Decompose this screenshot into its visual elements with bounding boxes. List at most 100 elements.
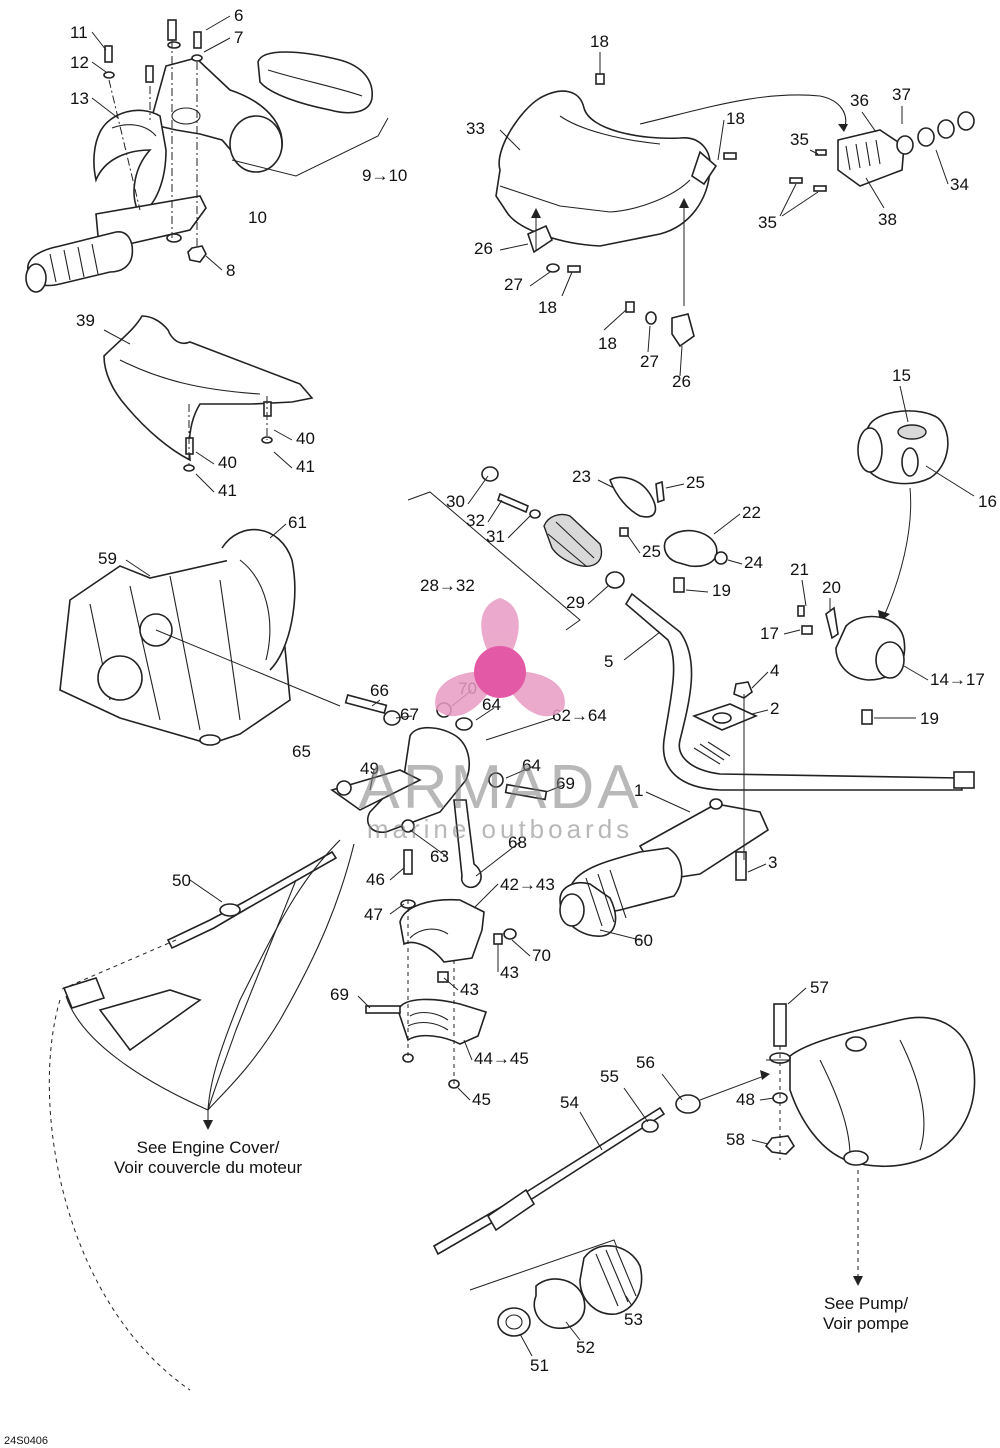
handlebar-cover-assembly — [25, 19, 389, 293]
callout-13: 13 — [70, 89, 89, 108]
diagram-code: 24S0406 — [4, 1435, 48, 1447]
callout-22: 22 — [742, 503, 761, 522]
callout-25a: 25 — [686, 473, 705, 492]
callout-52: 52 — [576, 1338, 595, 1357]
callout-25b: 25 — [642, 542, 661, 561]
engine-cover-note-line2: Voir couvercle du moteur — [114, 1158, 302, 1177]
callout-48: 48 — [736, 1090, 755, 1109]
callout-66: 66 — [370, 681, 389, 700]
callout-40b: 40 — [218, 453, 237, 472]
callout-10: 10 — [248, 208, 267, 227]
callout-64a: 64 — [482, 695, 501, 714]
callout-15: 15 — [892, 366, 911, 385]
callout-23: 23 — [572, 467, 591, 486]
callout-34: 34 — [950, 175, 969, 194]
callout-57: 57 — [810, 978, 829, 997]
pump-note-line1: See Pump/ — [824, 1294, 908, 1313]
propeller-logo-icon — [435, 598, 565, 717]
callout-28-32: 28→32 — [420, 576, 475, 595]
callout-35a: 35 — [790, 130, 809, 149]
callout-53: 53 — [624, 1310, 643, 1329]
pump-note-line2: Voir pompe — [823, 1314, 909, 1333]
callout-38: 38 — [878, 210, 897, 229]
callout-64b: 64 — [522, 756, 541, 775]
lower-cover-39 — [103, 315, 314, 472]
callout-4: 4 — [770, 661, 779, 680]
callout-39: 39 — [76, 311, 95, 330]
throttle-housing-14-17 — [797, 410, 949, 725]
callout-49: 49 — [360, 759, 379, 778]
callout-37: 37 — [892, 85, 911, 104]
callout-33: 33 — [466, 119, 485, 138]
callout-20: 20 — [822, 578, 841, 597]
callout-32: 32 — [466, 511, 485, 530]
callout-24: 24 — [744, 553, 763, 572]
callout-41b: 41 — [218, 481, 237, 500]
callout-18d: 18 — [598, 334, 617, 353]
watermark-tagline: marine outboards — [367, 814, 633, 844]
callout-17: 17 — [760, 624, 779, 643]
callout-54: 54 — [560, 1093, 579, 1112]
callout-9-10: 9→10 — [362, 166, 407, 185]
callout-69b: 69 — [330, 985, 349, 1004]
callout-19b: 19 — [920, 709, 939, 728]
callout-42-43: 42→43 — [500, 875, 555, 894]
callout-27a: 27 — [504, 275, 523, 294]
pump-note: See Pump/ Voir pompe — [823, 1294, 909, 1333]
callout-8: 8 — [226, 261, 235, 280]
callout-7: 7 — [234, 28, 243, 47]
grip-assembly-22-32 — [407, 466, 728, 631]
callout-27b: 27 — [640, 352, 659, 371]
steering-cable-50-56 — [48, 839, 770, 1391]
callout-18a: 18 — [590, 32, 609, 51]
callout-21: 21 — [790, 560, 809, 579]
steering-arm-62-70 — [330, 693, 555, 889]
callout-56: 56 — [636, 1053, 655, 1072]
callout-36: 36 — [850, 91, 869, 110]
callout-46: 46 — [366, 870, 385, 889]
watermark-brand: ARMADA — [358, 753, 641, 822]
callout-1: 1 — [634, 781, 643, 800]
steering-support-59 — [59, 528, 341, 746]
callout-18b: 18 — [726, 109, 745, 128]
callout-55: 55 — [600, 1067, 619, 1086]
callout-31: 31 — [486, 527, 505, 546]
handlebar-cover-33 — [495, 73, 737, 348]
callout-51: 51 — [530, 1356, 549, 1375]
steering-column-1 — [559, 694, 770, 937]
callout-43a: 43 — [500, 963, 519, 982]
callout-11: 11 — [70, 23, 88, 42]
callout-labels: 6 7 11 12 13 9→10 10 8 39 40 41 40 41 18… — [70, 6, 997, 1375]
callout-62-64: 62→64 — [552, 706, 607, 725]
callout-14-17: 14→17 — [930, 670, 985, 689]
callout-26b: 26 — [672, 372, 691, 391]
engine-cover-note-line1: See Engine Cover/ — [137, 1138, 280, 1157]
callout-50: 50 — [172, 871, 191, 890]
engine-cover-note: See Engine Cover/ Voir couvercle du mote… — [114, 1110, 302, 1177]
callout-44-45: 44→45 — [474, 1049, 529, 1068]
callout-18c: 18 — [538, 298, 557, 317]
callout-58: 58 — [726, 1130, 745, 1149]
callout-63: 63 — [430, 847, 449, 866]
callout-69a: 69 — [556, 774, 575, 793]
callout-26a: 26 — [474, 239, 493, 258]
switch-block-34-38 — [639, 94, 975, 192]
callout-67: 67 — [400, 705, 419, 724]
callout-35b: 35 — [758, 213, 777, 232]
callout-12: 12 — [70, 53, 89, 72]
callout-29: 29 — [566, 593, 585, 612]
callout-59: 59 — [98, 549, 117, 568]
callout-19a: 19 — [712, 581, 731, 600]
callout-40a: 40 — [296, 429, 315, 448]
leader-lines — [91, 15, 975, 1357]
callout-41a: 41 — [296, 457, 315, 476]
callout-16: 16 — [978, 492, 997, 511]
callout-2: 2 — [770, 699, 779, 718]
callout-5: 5 — [604, 652, 613, 671]
callout-65: 65 — [292, 742, 311, 761]
callout-61: 61 — [288, 513, 307, 532]
armada-watermark: ARMADA marine outboards — [358, 598, 641, 844]
callout-60: 60 — [634, 931, 653, 950]
callout-70b: 70 — [532, 946, 551, 965]
